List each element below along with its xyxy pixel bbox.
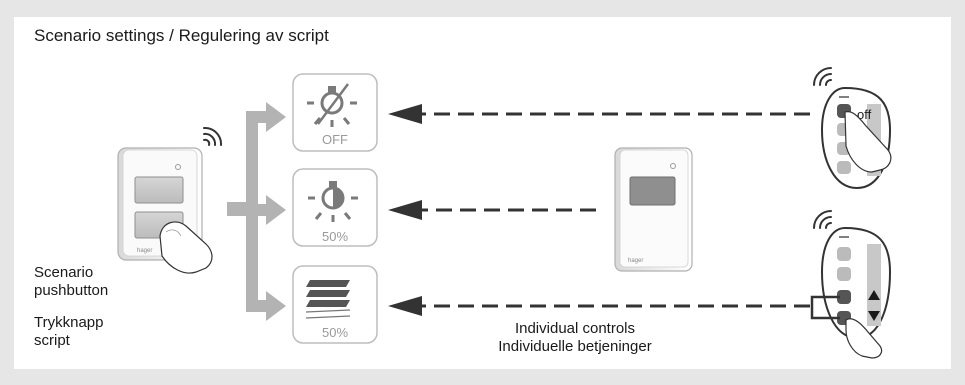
blind-icon — [305, 280, 351, 319]
dashed-arrow-bottom — [388, 296, 810, 316]
bracket — [810, 295, 840, 320]
trykknapp-script-label: Trykknapp script — [34, 314, 103, 350]
receiver-button[interactable] — [629, 176, 676, 206]
title-text: Scenario settings / Regulering av script — [34, 26, 329, 45]
target-light-off: OFF — [292, 73, 378, 152]
wireless-signal-icon — [813, 67, 832, 86]
bulb-dim-icon — [308, 181, 358, 222]
target-blind: 50% — [292, 265, 378, 344]
remote-control-top: off — [813, 67, 892, 190]
receiver-device: hager — [614, 147, 693, 272]
remote-key-1[interactable] — [837, 247, 851, 261]
arrow-up-icon — [868, 290, 880, 300]
label-line: pushbutton — [34, 282, 109, 299]
diagram-title: Scenario settings / Regulering av script — [34, 26, 329, 46]
bulb-off-icon — [307, 83, 357, 127]
led-icon — [670, 163, 676, 169]
dim-percent-text: 50% — [322, 229, 348, 244]
off-key-text: off — [857, 107, 872, 122]
target-light-dim: 50% — [292, 168, 378, 247]
caption-line: Individual controls — [514, 320, 636, 337]
arrow-down-icon — [868, 311, 880, 321]
remote-key-2[interactable] — [837, 267, 851, 281]
off-text: OFF — [322, 132, 348, 147]
scenario-pushbutton-label: Scenario pushbutton — [34, 264, 108, 300]
dashed-arrow-middle — [388, 200, 596, 220]
wireless-signal-icon — [203, 126, 223, 146]
brand-text: hager — [137, 248, 152, 254]
label-line: Scenario — [34, 264, 94, 281]
finger-icon — [159, 221, 213, 274]
caption-line: Individuelle betjeninger — [498, 338, 652, 355]
finger-icon — [844, 111, 892, 173]
remote-control-bottom — [810, 210, 892, 359]
blind-up-key[interactable] — [837, 290, 851, 304]
dashed-arrow-top — [388, 104, 810, 124]
label-line: script — [34, 332, 70, 349]
blind-percent-text: 50% — [322, 325, 348, 340]
scenario-pushbutton-device: hager — [117, 126, 223, 274]
branch-arrows — [227, 102, 286, 321]
led-icon — [175, 164, 181, 170]
scenario-button-top[interactable] — [134, 176, 184, 204]
label-line: Trykknapp — [34, 314, 104, 331]
wireless-signal-icon — [813, 210, 832, 229]
brand-text: hager — [628, 258, 643, 264]
remote-key-4[interactable] — [837, 161, 851, 174]
finger-icon — [845, 318, 883, 359]
individual-controls-caption: Individual controls Individuelle betjeni… — [470, 320, 680, 356]
